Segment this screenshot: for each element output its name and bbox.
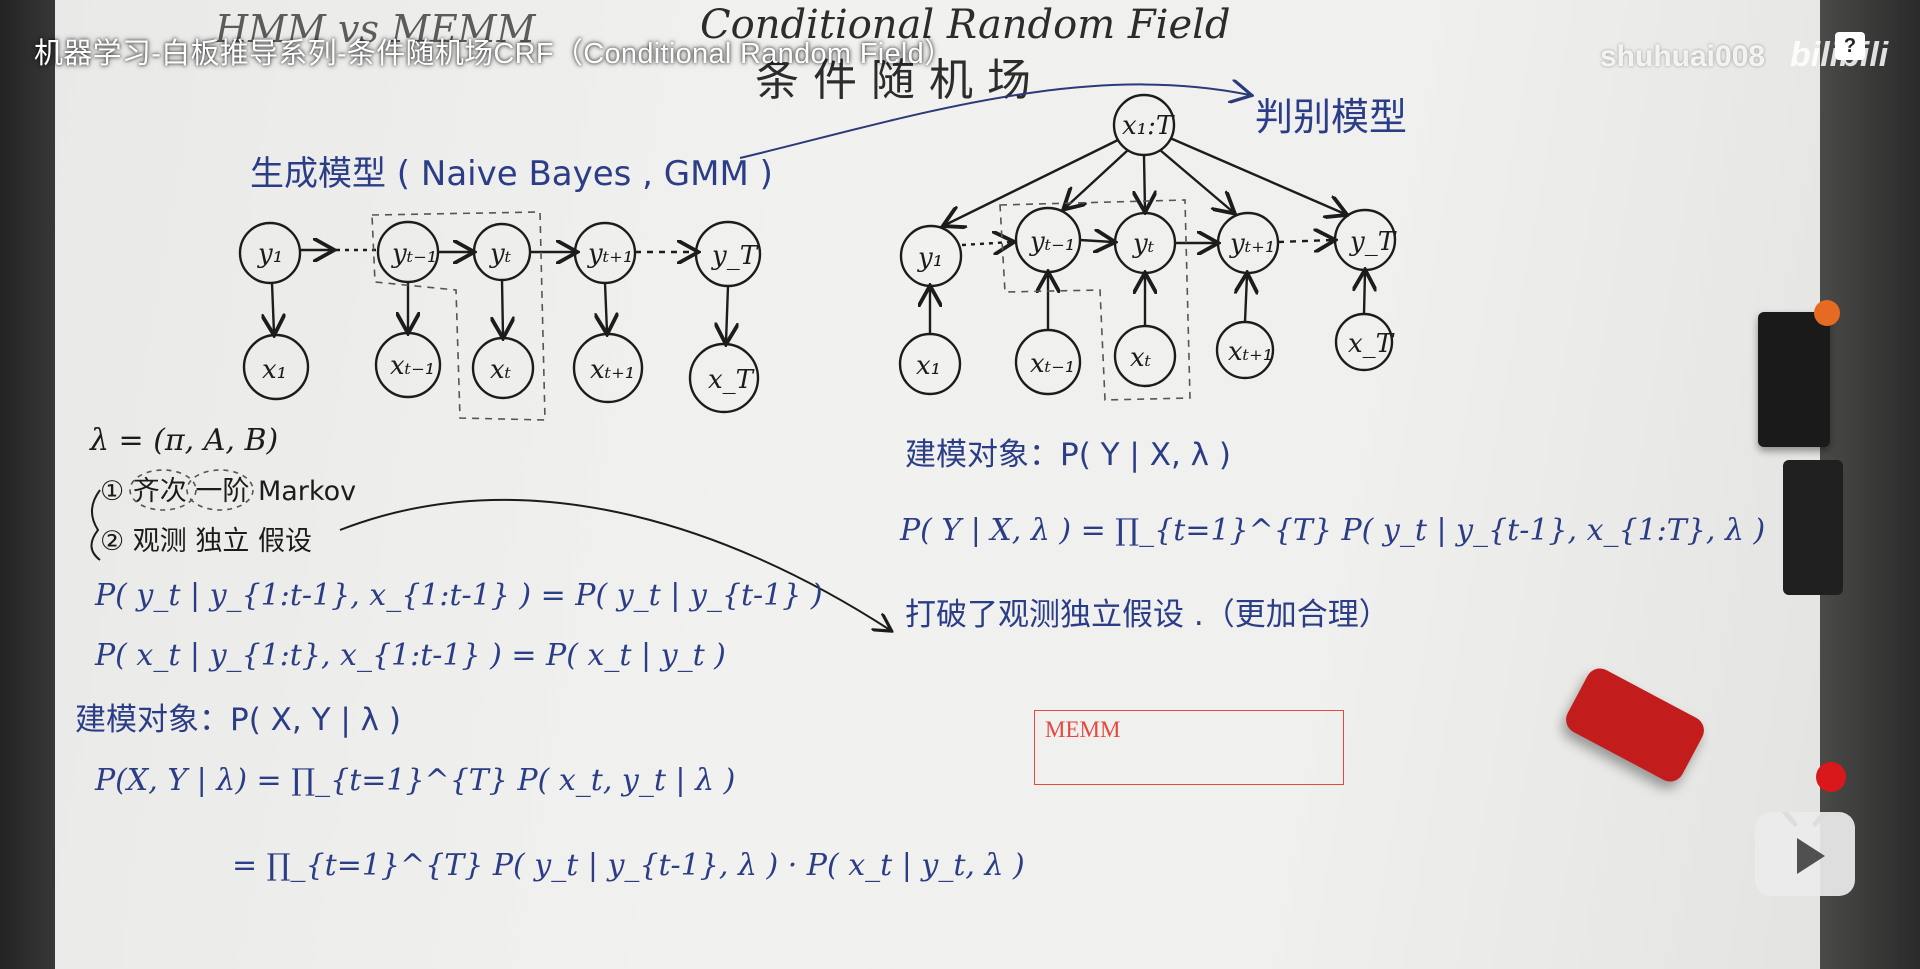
joint-equation: P(X, Y | λ) = ∏_{t=1}^{T} P( x_t, y_t | …: [94, 763, 735, 798]
header-cn: 条 件 随 机 场: [755, 55, 1031, 106]
discriminative-label: 判别模型: [1255, 95, 1407, 139]
memm-node-labels: x₁:T y₁ yₜ₋₁ yₜ yₜ₊₁ y_T x₁ xₜ₋₁ xₜ xₜ₊₁…: [916, 111, 1397, 381]
header-struck: HMM vs MEMM: [214, 7, 537, 51]
header-en: Conditional Random Field: [700, 2, 1231, 48]
break-assumption-note: 打破了观测独立假设 .（更加合理）: [905, 597, 1390, 633]
board-frame-left: [0, 0, 62, 969]
play-button[interactable]: [1755, 807, 1855, 896]
generative-label: 生成模型 ( Naive Bayes , GMM ): [250, 154, 773, 194]
svg-text:yₜ₊₁: yₜ₊₁: [1229, 229, 1275, 259]
black-eraser-2: [1783, 460, 1843, 595]
hmm-node-labels: y₁ yₜ₋₁ yₜ yₜ₊₁ y_T x₁ xₜ₋₁ xₜ xₜ₊₁ x_T: [257, 239, 759, 395]
svg-text:yₜ₋₁: yₜ₋₁: [1029, 227, 1075, 257]
svg-text:y_T: y_T: [1349, 227, 1397, 257]
hmm-graph: [238, 211, 762, 421]
svg-text:xₜ₊₁: xₜ₊₁: [1228, 337, 1273, 367]
svg-text:x₁: x₁: [916, 351, 941, 381]
svg-text:yₜ: yₜ: [489, 239, 512, 269]
red-magnet: [1816, 762, 1846, 792]
svg-text:y₁: y₁: [917, 243, 943, 273]
svg-text:yₜ₊₁: yₜ₊₁: [587, 239, 633, 269]
whiteboard: [55, 0, 1835, 969]
memm-annotation-text: MEMM: [1045, 717, 1121, 742]
video-title: 机器学习-白板推导系列-条件随机场CRF（Conditional Random …: [34, 38, 954, 70]
uploader-watermark: shuhuai008: [1600, 40, 1766, 73]
svg-text:xₜ: xₜ: [1130, 343, 1152, 373]
lambda-def: λ = (π, A, B): [89, 423, 278, 458]
eq-observation: P( x_t | y_{1:t}, x_{1:t-1} ) = P( x_t |…: [94, 638, 726, 673]
svg-text:x_T: x_T: [1348, 329, 1395, 359]
model-object-left: 建模对象：P( X, Y | λ ): [75, 702, 401, 738]
svg-text:y_T: y_T: [711, 241, 759, 271]
orange-magnet: [1814, 300, 1840, 326]
assumption-2: ② 观测 独立 假设: [100, 526, 312, 557]
svg-text:yₜ₋₁: yₜ₋₁: [391, 239, 437, 269]
assumption-1: ① 齐次 一阶 Markov: [100, 476, 356, 507]
eq-homogeneous: P( y_t | y_{1:t-1}, x_{1:t-1} ) = P( y_t…: [94, 578, 823, 613]
svg-text:x₁: x₁: [262, 355, 287, 385]
memm-graph: [898, 93, 1397, 401]
svg-text:y₁: y₁: [257, 239, 283, 269]
model-object-right: 建模对象：P( Y | X, λ ): [905, 437, 1231, 473]
svg-text:xₜ₋₁: xₜ₋₁: [390, 351, 435, 381]
conditional-equation: P( Y | X, λ ) = ∏_{t=1}^{T} P( y_t | y_{…: [899, 513, 1765, 548]
memm-annotation-box: MEMM: [1034, 710, 1344, 785]
svg-text:x₁:T: x₁:T: [1122, 111, 1175, 141]
help-button[interactable]: ?: [1835, 32, 1865, 60]
svg-text:xₜ₊₁: xₜ₊₁: [590, 355, 635, 385]
svg-text:xₜ: xₜ: [490, 355, 512, 385]
svg-text:x_T: x_T: [708, 365, 755, 395]
svg-text:yₜ: yₜ: [1132, 229, 1155, 259]
svg-text:xₜ₋₁: xₜ₋₁: [1030, 349, 1075, 379]
black-eraser: [1758, 312, 1830, 447]
play-icon: [1780, 807, 1830, 874]
joint-equation-2: = ∏_{t=1}^{T} P( y_t | y_{t-1}, λ ) · P(…: [232, 848, 1025, 883]
